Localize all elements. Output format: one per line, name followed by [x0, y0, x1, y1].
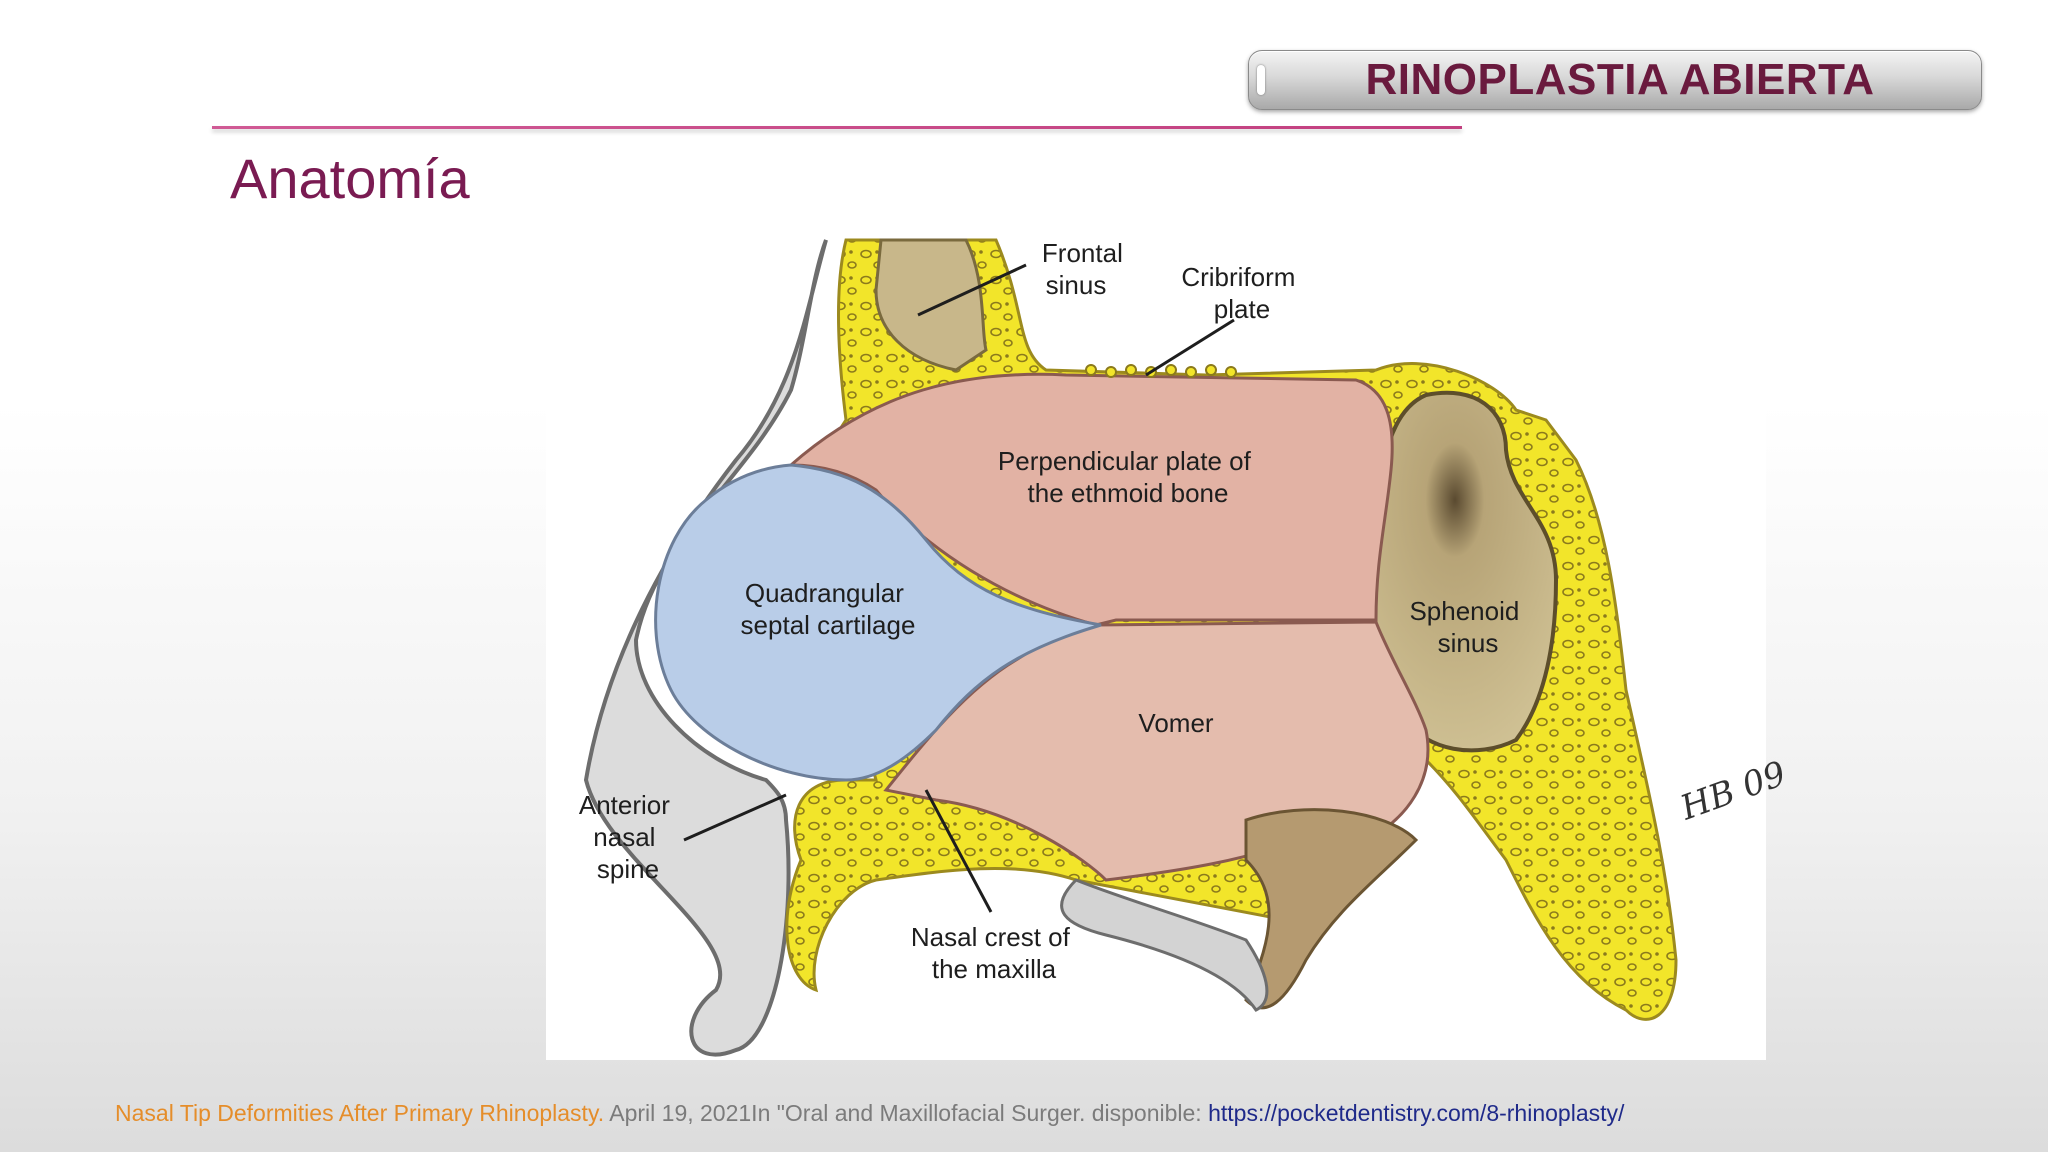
title-divider: [212, 126, 1462, 129]
label-quadrangular-cartilage: Quadrangular septal cartilage: [741, 578, 916, 640]
citation-details: April 19, 2021In "Oral and Maxillofacial…: [604, 1100, 1209, 1126]
nasal-septum-diagram: Frontal sinus Cribriform plate Perpendic…: [546, 220, 1791, 1060]
label-vomer: Vomer: [1138, 708, 1213, 738]
leader-lines: [683, 263, 1235, 913]
slide-title: Anatomía: [230, 147, 470, 210]
frontal-sinus: [874, 238, 988, 372]
label-sphenoid-sinus: Sphenoid sinus: [1409, 596, 1526, 658]
cribriform-dots: [1085, 364, 1237, 378]
citation-source: Nasal Tip Deformities After Primary Rhin…: [115, 1100, 605, 1126]
quadrangular-septal-cartilage: [654, 463, 1102, 782]
label-perpendicular-plate: Perpendicular plate of the ethmoid bone: [998, 446, 1258, 508]
header-title: RINOPLASTIA ABIERTA: [1365, 55, 1875, 104]
label-nasal-crest: Nasal crest of the maxilla: [911, 922, 1077, 984]
palate-outline: [1060, 878, 1269, 1012]
citation-link[interactable]: https://pocketdentistry.com/8-rhinoplast…: [1208, 1100, 1625, 1126]
header-banner: [1248, 50, 1982, 110]
citation-footer: Nasal Tip Deformities After Primary Rhin…: [115, 1100, 1624, 1127]
label-anterior-nasal-spine: Anterior nasal spine: [579, 790, 677, 884]
artist-signature: HB 09: [1674, 754, 1791, 829]
septum-illustration: Frontal sinus Cribriform plate Perpendic…: [579, 238, 1791, 1057]
label-cribriform-plate: Cribriform plate: [1181, 262, 1302, 324]
palatal-tissue: [1244, 808, 1419, 1010]
label-frontal-sinus: Frontal sinus: [1042, 238, 1130, 300]
